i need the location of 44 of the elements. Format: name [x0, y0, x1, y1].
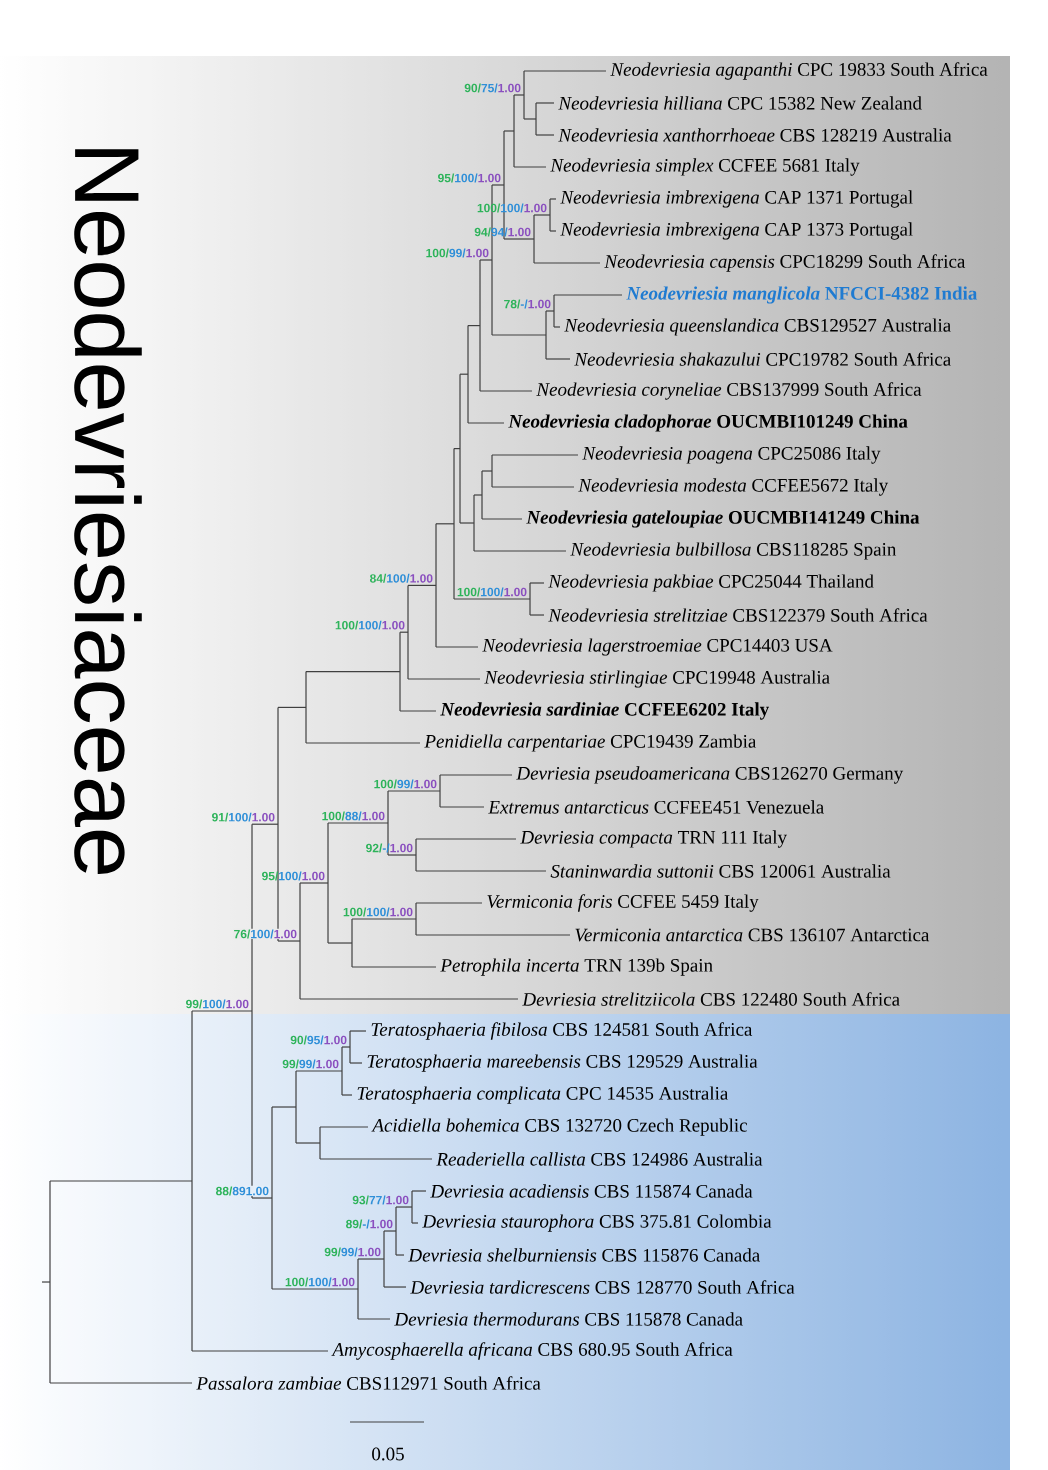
- taxon-label: Neodevriesia xanthorrhoeae CBS 128219 Australia: [558, 128, 952, 142]
- taxon-label: Neodevriesia gateloupiae OUCMBI141249 China: [526, 510, 920, 528]
- taxon-label: Readeriella callista CBS 124986 Australia: [436, 1152, 763, 1166]
- taxon-label: Devriesia shelburniensis CBS 115876 Canada: [408, 1248, 760, 1262]
- taxon-label: Devriesia tardicrescens CBS 128770 South Africa: [410, 1280, 795, 1294]
- taxon-label: Vermiconia foris CCFEE 5459 Italy: [487, 894, 759, 912]
- taxon-label: Neodevriesia sardiniae CCFEE6202 Italy: [440, 702, 769, 720]
- taxon-label: Devriesia strelitziicola CBS 122480 South Africa: [522, 992, 900, 1006]
- taxon-label: Neodevriesia imbrexigena CAP 1373 Portugal: [560, 222, 913, 240]
- taxon-label: Passalora zambiae CBS112971 South Africa: [196, 1376, 541, 1390]
- taxon-label: Neodevriesia agapanthi CPC 19833 South Africa: [610, 62, 988, 80]
- taxon-label: Neodevriesia shakazului CPC19782 South Africa: [574, 352, 951, 366]
- taxon-label: Neodevriesia bulbillosa CBS118285 Spain: [570, 542, 897, 560]
- taxon-label: Neodevriesia cladophorae OUCMBI101249 China: [508, 414, 908, 432]
- taxon-label: Acidiella bohemica CBS 132720 Czech Republic: [371, 1118, 747, 1136]
- taxon-label: Vermiconia antarctica CBS 136107 Antarctica: [575, 928, 930, 942]
- taxon-label: Neodevriesia manglicola NFCCI-4382 India: [626, 286, 978, 304]
- taxon-label: Neodevriesia strelitziae CBS122379 South Africa: [548, 608, 928, 622]
- taxon-label: Neodevriesia lagerstroemiae CPC14403 USA: [482, 638, 833, 656]
- taxon-label: Neodevriesia pakbiae CPC25044 Thailand: [548, 574, 874, 592]
- taxon-label: Extremus antarcticus CCFEE451 Venezuela: [488, 800, 824, 814]
- taxon-label: Devriesia staurophora CBS 375.81 Colombia: [422, 1214, 772, 1232]
- taxon-label: Neodevriesia imbrexigena CAP 1371 Portugal: [560, 190, 913, 208]
- taxon-label: Petrophila incerta TRN 139b Spain: [440, 958, 713, 976]
- taxon-label: Teratosphaeria mareebensis CBS 129529 Australia: [367, 1054, 758, 1072]
- taxon-label: Neodevriesia coryneliae CBS137999 South Africa: [536, 382, 922, 400]
- taxon-label: Devriesia pseudoamericana CBS126270 Germany: [516, 766, 904, 784]
- taxon-label: Neodevriesia hilliana CPC 15382 New Zealand: [558, 96, 922, 110]
- taxon-label: Devriesia acadiensis CBS 115874 Canada: [430, 1184, 753, 1198]
- clade-name: Neodevriesiaceae: [74, 149, 142, 874]
- taxon-label: Neodevriesia queenslandica CBS129527 Australia: [564, 318, 951, 336]
- taxon-label: Neodevriesia capensis CPC18299 South Africa: [604, 254, 966, 272]
- taxon-label: Staninwardia suttonii CBS 120061 Australia: [550, 864, 891, 878]
- taxon-label: Neodevriesia stirlingiae CPC19948 Australia: [484, 670, 830, 688]
- taxon-label: Penidiella carpentariae CPC19439 Zambia: [424, 734, 757, 752]
- taxon-label: Neodevriesia poagena CPC25086 Italy: [582, 446, 881, 464]
- taxon-label: Teratosphaeria fibilosa CBS 124581 South Africa: [371, 1022, 753, 1040]
- taxon-label: Devriesia compacta TRN 111 Italy: [520, 830, 787, 848]
- taxon-label: Neodevriesia simplex CCFEE 5681 Italy: [550, 158, 860, 176]
- taxon-label: Teratosphaeria complicata CPC 14535 Australia: [357, 1086, 729, 1104]
- taxon-label: Amycosphaerella africana CBS 680.95 South Africa: [331, 1342, 733, 1360]
- taxon-label: Neodevriesia modesta CCFEE5672 Italy: [578, 478, 889, 496]
- scale-label: 0.05: [372, 1447, 404, 1461]
- taxon-label: Devriesia thermodurans CBS 115878 Canada: [394, 1312, 743, 1326]
